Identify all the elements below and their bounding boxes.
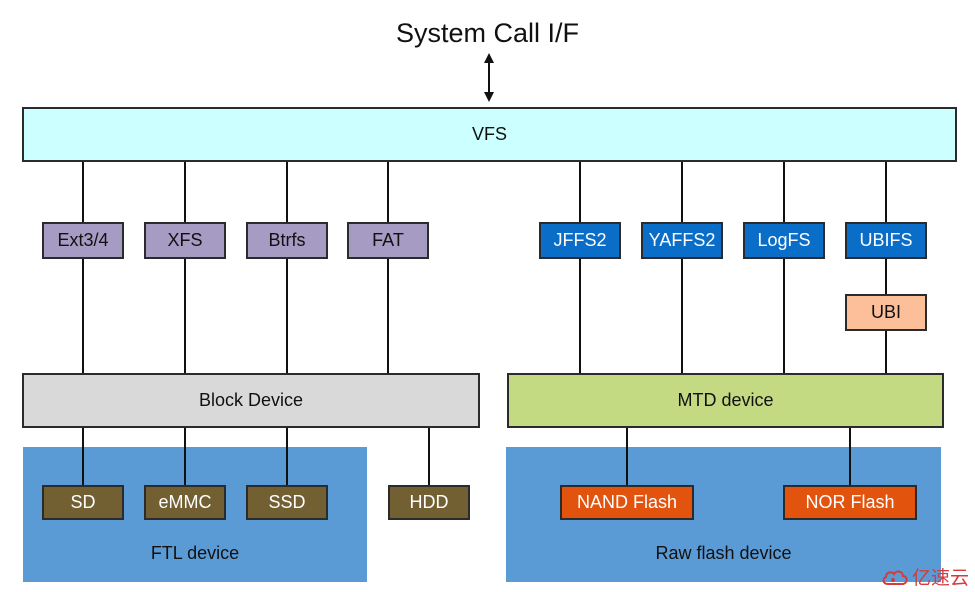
raw-nand-flash: NAND Flash [560, 485, 694, 520]
watermark-text: 亿速云 [911, 568, 969, 589]
device-sd: SD [42, 485, 124, 520]
fs-xfs: XFS [144, 222, 226, 259]
raw-nor-flash: NOR Flash [783, 485, 917, 520]
ftl-device-label: FTL device [150, 543, 240, 563]
watermark-logo: 亿速云 [881, 563, 969, 590]
cloud-logo-icon [882, 570, 908, 585]
fs-ext34: Ext3/4 [42, 222, 124, 259]
fs-jffs2: JFFS2 [539, 222, 621, 259]
raw-flash-device-label: Raw flash device [655, 543, 792, 563]
fs-btrfs: Btrfs [246, 222, 328, 259]
system-call-interface-title: System Call I/F [395, 18, 580, 48]
ubi-box: UBI [845, 294, 927, 331]
device-ssd: SSD [246, 485, 328, 520]
block-device-box: Block Device [22, 373, 480, 428]
device-emmc: eMMC [144, 485, 226, 520]
vfs-box: VFS [22, 107, 957, 162]
fs-yaffs2: YAFFS2 [641, 222, 723, 259]
fs-logfs: LogFS [743, 222, 825, 259]
fs-fat: FAT [347, 222, 429, 259]
mtd-device-box: MTD device [507, 373, 944, 428]
fs-ubifs: UBIFS [845, 222, 927, 259]
device-hdd: HDD [388, 485, 470, 520]
